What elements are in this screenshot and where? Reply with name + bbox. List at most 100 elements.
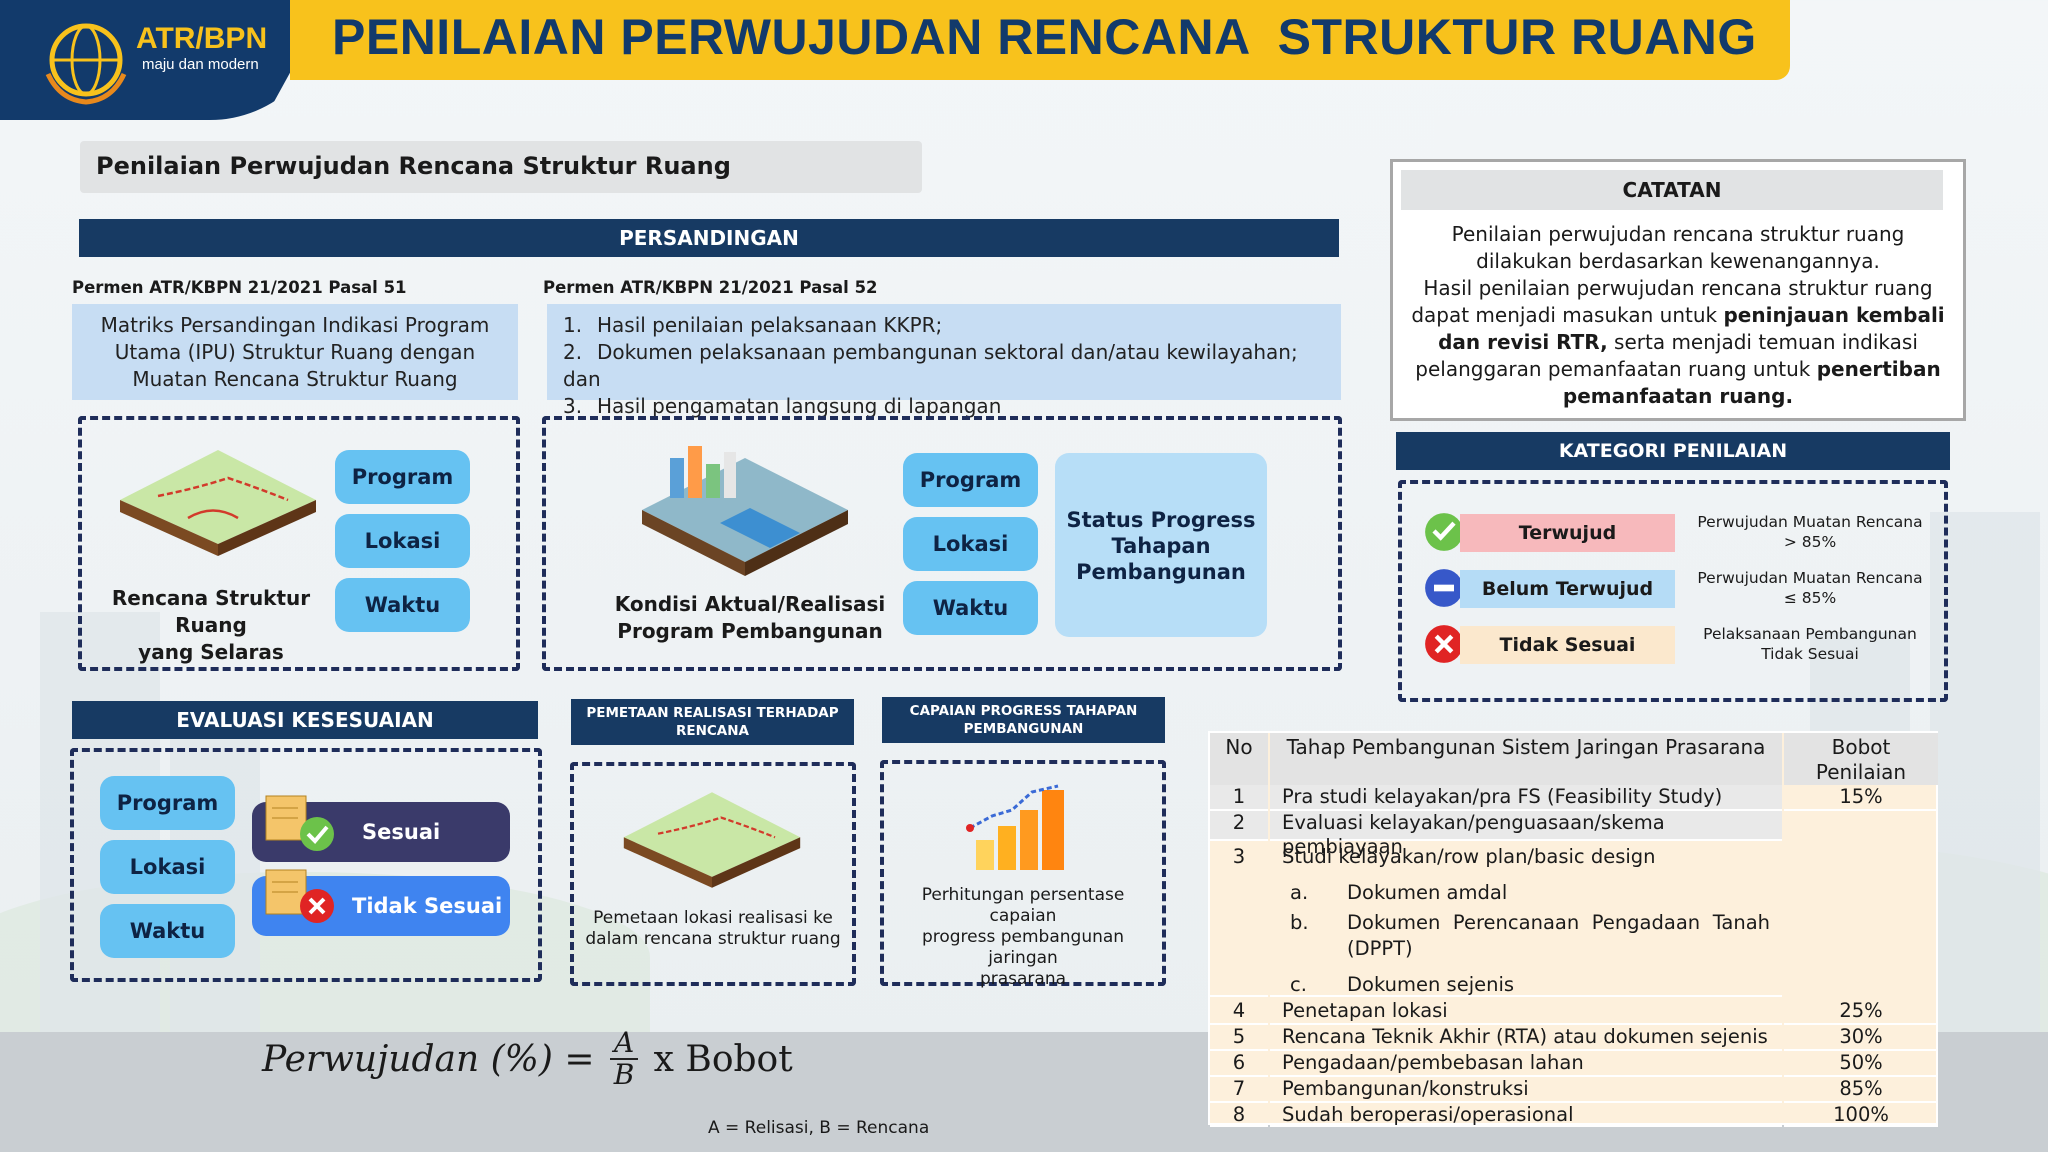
formula-legend: A = Relisasi, B = Rencana	[708, 1118, 930, 1138]
table-cell-bobot	[1784, 811, 1938, 841]
title-bar	[290, 0, 1790, 80]
kategori-panel	[1398, 480, 1948, 702]
table-cell-bobot: 25%	[1784, 999, 1938, 1025]
kategori-desc: Perwujudan Muatan Rencana> 85%	[1697, 513, 1923, 551]
formula-fraction: A B	[609, 1028, 639, 1090]
globe-logo-icon	[45, 23, 127, 105]
table-cell-bobot: 85%	[1784, 1077, 1938, 1103]
formula: Perwujudan (%) = A B x Bobot	[262, 1028, 793, 1090]
minus-icon	[1425, 569, 1463, 607]
catatan-line: pelanggaran pemanfaatan ruang untuk pene…	[1415, 357, 1941, 381]
pemetaan-panel	[570, 762, 856, 986]
formula-lhs: Perwujudan (%) =	[262, 1038, 606, 1080]
logo-name: ATR/BPN	[136, 22, 268, 55]
list-item: 1.Hasil penilaian pelaksanaan KKPR;	[563, 313, 943, 337]
kategori-label: Tidak Sesuai	[1460, 626, 1675, 664]
table-header-tahap: Tahap Pembangunan Sistem Jaringan Prasar…	[1270, 733, 1782, 785]
waktu-pill: Waktu	[335, 578, 470, 632]
table-cell-no: 3	[1210, 845, 1268, 997]
table-cell-bobot: 30%	[1784, 1025, 1938, 1051]
table-cell-no: 7	[1210, 1077, 1268, 1103]
stage-table: No Tahap Pembangunan Sistem Jaringan Pra…	[1208, 731, 1938, 1127]
table-cell-bobot: 50%	[1784, 1051, 1938, 1077]
progress-chart-icon	[966, 784, 1064, 870]
kategori-header: KATEGORI PENILAIAN	[1396, 432, 1950, 470]
realisasi-panel	[542, 416, 1342, 671]
page-title: PENILAIAN PERWUJUDAN RENCANA STRUKTUR RU…	[332, 9, 1757, 65]
left-text-line: Muatan Rencana Struktur Ruang	[132, 367, 458, 391]
table-cell-no: 5	[1210, 1025, 1268, 1051]
city-diorama-icon	[642, 446, 848, 576]
table-cell-bobot: 100%	[1784, 1103, 1938, 1127]
list-item: 2.Dokumen pelaksanaan pembangunan sektor…	[563, 340, 1298, 391]
program-pill: Program	[903, 453, 1038, 507]
table-cell-no: 8	[1210, 1103, 1268, 1127]
lokasi-pill: Lokasi	[903, 517, 1038, 571]
cross-icon	[1425, 625, 1463, 663]
document-check-icon	[265, 795, 334, 851]
table-cell-bobot: 15%	[1784, 785, 1938, 811]
catatan-line: dilakukan berdasarkan kewenangannya.	[1476, 249, 1880, 273]
table-cell-no: 4	[1210, 999, 1268, 1025]
map-tile-icon	[623, 792, 801, 888]
kategori-label: Terwujud	[1460, 514, 1675, 552]
table-cell-no: 2	[1210, 811, 1268, 841]
catatan-line: Hasil penilaian perwujudan rencana struk…	[1423, 276, 1933, 300]
catatan-line: Penilaian perwujudan rencana struktur ru…	[1451, 222, 1905, 246]
catatan-line: dapat menjadi masukan untuk peninjauan k…	[1411, 303, 1945, 327]
right-reference-box: 1.Hasil penilaian pelaksanaan KKPR; 2.Do…	[547, 304, 1341, 418]
table-sub-item: b.Dokumen Perencanaan Pengadaan Tanah (D…	[1290, 911, 1770, 960]
check-icon	[1425, 513, 1463, 551]
table-cell-tahap: Pembangunan/konstruksi	[1270, 1077, 1782, 1103]
rencana-panel	[78, 416, 520, 671]
kategori-desc: Perwujudan Muatan Rencana≤ 85%	[1697, 569, 1923, 607]
program-pill: Program	[100, 776, 235, 830]
catatan-text: Penilaian perwujudan rencana struktur ru…	[1398, 221, 1958, 410]
table-cell-no: 6	[1210, 1051, 1268, 1077]
map-tile-icon	[120, 450, 316, 556]
catatan-header: CATATAN	[1401, 170, 1943, 210]
left-text-line: Utama (IPU) Struktur Ruang dengan	[114, 340, 476, 364]
left-reference-box: Matriks Persandingan Indikasi Program Ut…	[72, 304, 518, 400]
document-cross-icon	[265, 869, 334, 923]
table-cell-tahap: Penetapan lokasi	[1270, 999, 1782, 1025]
table-cell-tahap: Studi kelayakan/row plan/basic design	[1270, 845, 1782, 997]
waktu-pill: Waktu	[100, 904, 235, 958]
lokasi-pill: Lokasi	[335, 514, 470, 568]
evaluasi-header: EVALUASI KESESUAIAN	[72, 701, 538, 739]
table-cell-tahap: Pra studi kelayakan/pra FS (Feasibility …	[1270, 785, 1782, 811]
table-header-no: No	[1210, 733, 1268, 785]
table-sub-item: a.Dokumen amdal	[1290, 881, 1508, 904]
capaian-panel	[880, 760, 1166, 986]
left-reference: Permen ATR/KBPN 21/2021 Pasal 51	[72, 278, 407, 297]
evaluasi-panel	[70, 748, 542, 982]
right-reference: Permen ATR/KBPN 21/2021 Pasal 52	[543, 278, 878, 297]
catatan-line: pemanfaatan ruang.	[1562, 384, 1794, 408]
table-cell-tahap: Pengadaan/pembebasan lahan	[1270, 1051, 1782, 1077]
table-cell-bobot	[1784, 845, 1938, 997]
program-pill: Program	[335, 450, 470, 504]
table-cell-tahap: Sudah beroperasi/operasional	[1270, 1103, 1782, 1127]
table-sub-item: c.Dokumen sejenis	[1290, 973, 1515, 996]
kategori-label: Belum Terwujud	[1460, 570, 1675, 608]
table-cell-tahap: Rencana Teknik Akhir (RTA) atau dokumen …	[1270, 1025, 1782, 1051]
logo-tagline: maju dan modern	[142, 56, 259, 73]
table-cell-tahap: Evaluasi kelayakan/penguasaan/skema pemb…	[1270, 811, 1782, 858]
list-item: 3.Hasil pengamatan langsung di lapangan	[563, 394, 1002, 418]
formula-rhs: x Bobot	[642, 1038, 793, 1080]
table-cell-no: 1	[1210, 785, 1268, 811]
persandingan-header: PERSANDINGAN	[79, 219, 1339, 257]
waktu-pill: Waktu	[903, 581, 1038, 635]
lokasi-pill: Lokasi	[100, 840, 235, 894]
catatan-line: dan revisi RTR, serta menjadi temuan ind…	[1438, 330, 1918, 354]
subheading: Penilaian Perwujudan Rencana Struktur Ru…	[80, 141, 922, 193]
